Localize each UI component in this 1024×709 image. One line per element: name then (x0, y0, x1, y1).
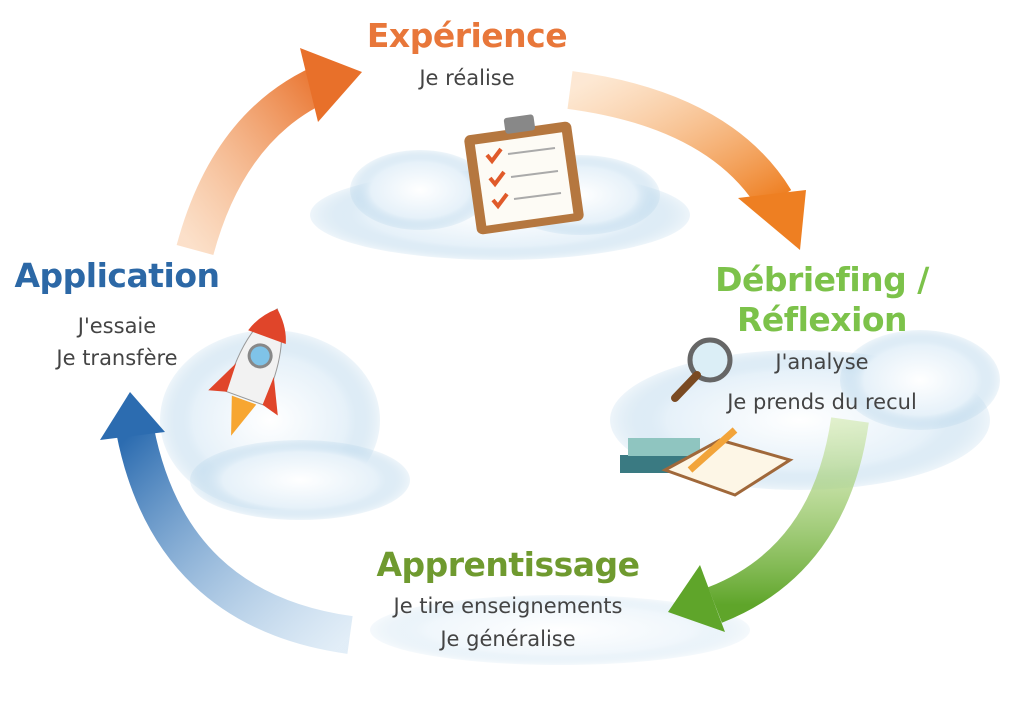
debriefing-title: Débriefing / (715, 260, 929, 299)
arrow-application-to-experience (176, 48, 362, 256)
rocket-icon (208, 308, 286, 436)
clipboard-checklist-icon (464, 114, 584, 235)
reflexion-title: Réflexion (736, 300, 908, 339)
experience-line: Je réalise (419, 66, 515, 90)
magnifier-books-icon (620, 337, 794, 497)
arrow-apprentissage-to-application (100, 392, 353, 654)
arrow-debriefing-to-apprentissage (668, 417, 869, 632)
experience-title: Expérience (366, 16, 568, 55)
application-line-1: J'essaie (77, 314, 157, 338)
application-title: Application (14, 256, 221, 295)
apprentissage-line-1: Je tire enseignements (393, 594, 623, 618)
arrow-experience-to-debriefing (567, 71, 806, 250)
application-line-2: Je transfère (56, 346, 178, 370)
apprentissage-title: Apprentissage (376, 545, 640, 584)
apprentissage-line-2: Je généralise (440, 627, 576, 651)
debriefing-line-2: Je prends du recul (727, 390, 917, 414)
debriefing-line-1: J'analyse (775, 350, 869, 374)
